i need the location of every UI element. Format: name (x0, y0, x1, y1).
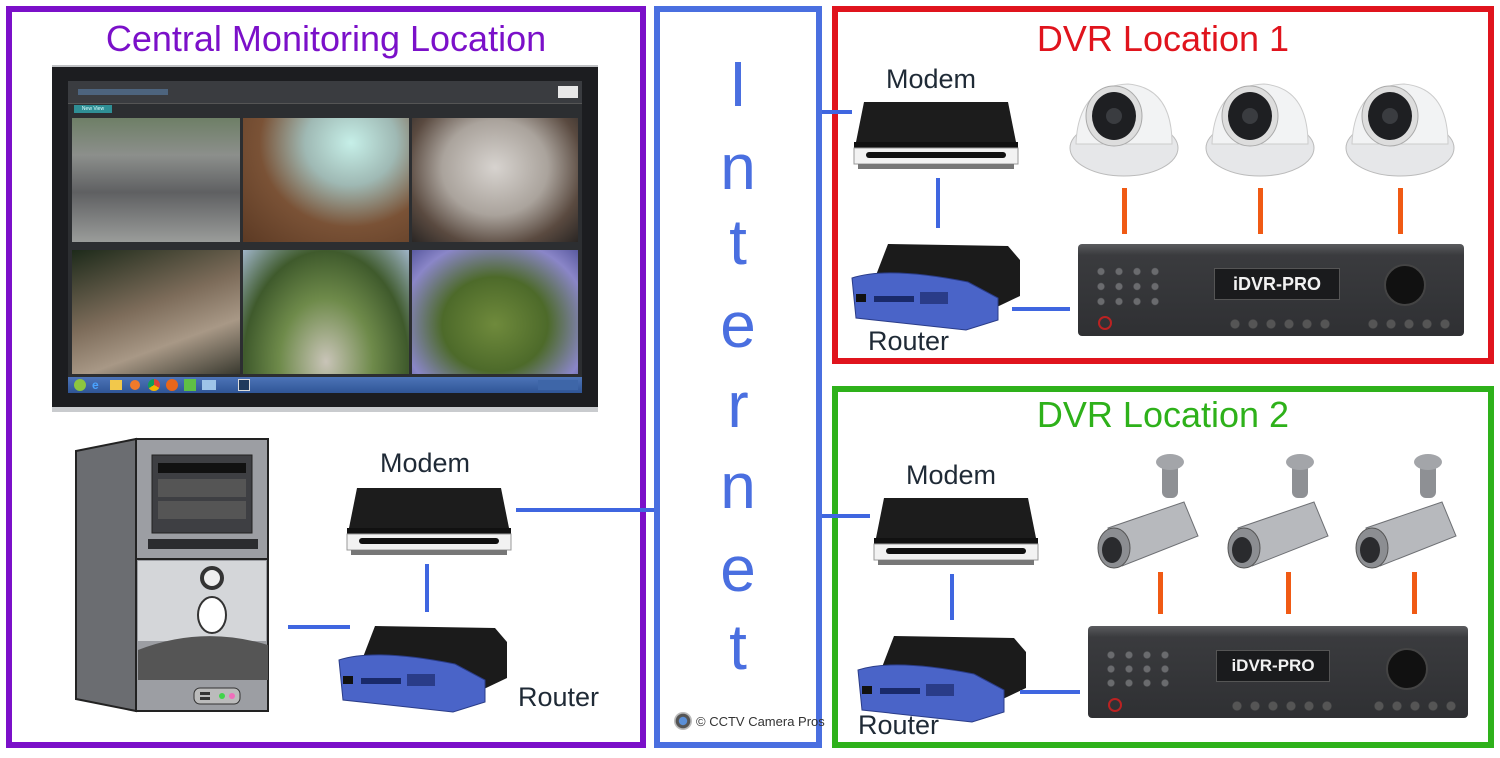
bullet-camera-icon (1355, 454, 1457, 569)
loc2-router-dvr-wire (1020, 690, 1080, 694)
camera-wire (1122, 188, 1127, 234)
dome-camera-icon (1205, 83, 1315, 177)
cctv-logo-icon (674, 712, 692, 730)
camera-feed-patio[interactable] (72, 250, 240, 374)
dvr-jog-dial[interactable] (1384, 264, 1426, 306)
camera-wire (1398, 188, 1403, 234)
camera-wire (1158, 572, 1163, 614)
firefox-icon[interactable] (166, 379, 178, 391)
central-modem-internet-wire (516, 508, 654, 512)
internet-letter: e (720, 289, 756, 361)
loc1-modem-router-wire (936, 178, 940, 228)
dvr-recorder-1: iDVR-PRO (1078, 244, 1464, 336)
camera-wire (1412, 572, 1417, 614)
explorer-icon[interactable] (110, 380, 122, 390)
loc2-router-icon (857, 636, 1026, 723)
camera-feed-office-2[interactable] (412, 118, 578, 242)
internet-box (654, 6, 822, 748)
central-router-label: Router (518, 682, 600, 712)
network-icon[interactable] (202, 380, 216, 390)
dvr-buttons-row (1226, 318, 1336, 330)
internet-letter: t (729, 611, 747, 683)
loc2-modem-router-wire (950, 574, 954, 620)
dvr-buttons-row-right (1364, 318, 1454, 330)
dvr-keypad (1102, 648, 1174, 690)
camera-feed-office-1[interactable] (243, 118, 409, 242)
copyright-text: © CCTV Camera Pros (696, 714, 825, 729)
dvr-power-button[interactable] (1108, 698, 1122, 712)
dvr-power-button[interactable] (1098, 316, 1112, 330)
pc-tower-icon (75, 437, 269, 713)
windows-taskbar: e (68, 377, 582, 393)
internet-letter: t (729, 206, 747, 278)
internet-letter: r (727, 369, 749, 441)
dvr-recorder-2: iDVR-PRO (1088, 626, 1468, 718)
monitor: New View e (52, 65, 598, 412)
internet-letter: n (720, 131, 756, 203)
app-icon[interactable] (184, 379, 196, 391)
dvr-app-icon[interactable] (238, 379, 250, 391)
central-modem-label: Modem (380, 448, 471, 478)
start-button[interactable] (74, 379, 86, 391)
camera-wire (1286, 572, 1291, 614)
dvr-location-1-box (832, 6, 1494, 364)
loc1-router-dvr-wire (1012, 307, 1070, 311)
dvr-location-2-box (832, 386, 1494, 748)
central-router-icon (338, 626, 507, 713)
ie-icon[interactable]: e (92, 378, 99, 392)
internet-letter: n (720, 450, 756, 522)
dvr-location-2-title: DVR Location 2 (1036, 394, 1290, 435)
central-modem-icon (346, 488, 512, 555)
dvr-keypad (1092, 264, 1164, 308)
loc2-modem-icon (873, 498, 1039, 565)
dome-camera-icon (1345, 83, 1455, 177)
internet-label: I n t e r n e t (654, 0, 822, 700)
central-pc-router-wire (288, 625, 350, 629)
app-tab-new-view[interactable]: New View (74, 105, 112, 113)
dvr-display: iDVR-PRO (1216, 650, 1330, 682)
bullet-camera-icon (1097, 454, 1199, 569)
app-toolbar (68, 81, 582, 104)
dvr-display: iDVR-PRO (1214, 268, 1340, 300)
loc2-router-label: Router (858, 710, 940, 740)
loc1-internet-wire (822, 110, 852, 114)
internet-letter: e (720, 533, 756, 605)
bullet-camera-icon (1227, 454, 1329, 569)
camera-wire (1258, 188, 1263, 234)
central-location-title: Central Monitoring Location (105, 18, 547, 59)
camera-feed-yard[interactable] (243, 250, 409, 374)
loc2-internet-wire (822, 514, 870, 518)
loc1-modem-label: Modem (886, 64, 977, 94)
chrome-icon[interactable] (148, 379, 160, 391)
dvr-location-1-title: DVR Location 1 (1036, 18, 1290, 59)
media-icon[interactable] (130, 380, 140, 390)
central-modem-router-wire (425, 564, 429, 612)
internet-letter: I (729, 48, 747, 120)
camera-feed-garden[interactable] (412, 250, 578, 374)
dvr-jog-dial[interactable] (1386, 648, 1428, 690)
loc1-modem-icon (853, 102, 1019, 169)
loc1-router-label: Router (868, 326, 950, 356)
dvr-buttons-row-right (1370, 700, 1460, 712)
monitor-screen: New View e (68, 81, 582, 393)
central-location-box (6, 6, 646, 748)
dome-camera-icon (1069, 83, 1179, 177)
dvr-buttons-row (1228, 700, 1338, 712)
camera-feed-parking-lot[interactable] (72, 118, 240, 242)
system-tray (538, 380, 578, 390)
loc2-modem-label: Modem (906, 460, 997, 490)
loc1-router-icon (851, 244, 1020, 331)
